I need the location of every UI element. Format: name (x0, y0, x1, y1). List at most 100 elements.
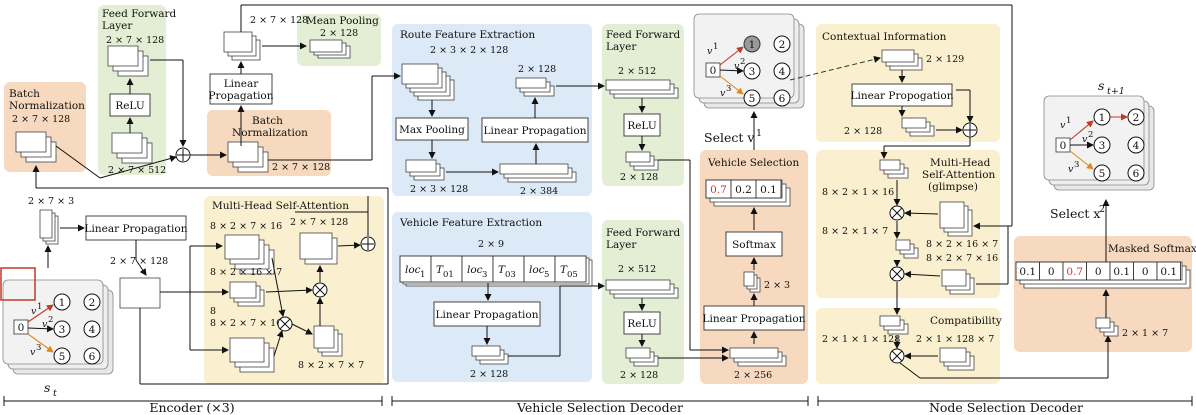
masked-prob-label: 0.1 (1113, 266, 1130, 278)
svg-text:6: 6 (779, 93, 786, 105)
vehicle-feature-cell-label: loc (529, 264, 545, 276)
add-op-encoder-2 (360, 236, 376, 252)
node-6-label: 6 (89, 351, 96, 363)
svg-text:8 × 2 × 16 × 7: 8 × 2 × 16 × 7 (926, 239, 998, 250)
svg-text:2 × 256: 2 × 256 (734, 370, 772, 381)
vehicle-feature-cell-label: T (436, 264, 444, 276)
svg-text:2 × 128: 2 × 128 (470, 369, 508, 380)
linear-propagation-route (481, 117, 589, 143)
vehicle-feature-cell (461, 255, 494, 283)
softmax-vehicle (725, 231, 783, 257)
route-mp-stack (405, 159, 445, 181)
vehicle-concat-stack (729, 347, 787, 367)
node-5-label: 5 (59, 351, 66, 363)
compat-out-stack (1095, 317, 1119, 337)
svg-text:2 × 128: 2 × 128 (620, 370, 658, 381)
vehicle-feature-cell (492, 255, 525, 283)
linear-propagation-vs (703, 305, 805, 331)
svg-text:ReLU: ReLU (627, 120, 657, 132)
svg-text:t+1: t+1 (1107, 86, 1125, 97)
mult-op-glimpse-2 (889, 266, 905, 282)
svg-text:Mean Pooling: Mean Pooling (306, 15, 379, 27)
svg-text:Layer: Layer (606, 41, 637, 53)
svg-text:2: 2 (48, 315, 53, 325)
svg-text:2 × 129: 2 × 129 (926, 54, 964, 65)
depot-node (13, 319, 29, 335)
svg-text:5: 5 (749, 93, 756, 105)
vehicle-feature-cell-sub: 01 (443, 270, 454, 280)
context-lp-stack (901, 117, 935, 137)
mult-op-encoder-1 (312, 282, 328, 298)
mhsa-value-stack (299, 232, 338, 265)
masked-prob-label: 0.1 (1019, 266, 1036, 278)
svg-text:Batch: Batch (252, 115, 283, 127)
batch-norm-1-stack (15, 131, 57, 163)
svg-text:1: 1 (749, 39, 756, 51)
svg-text:6: 6 (1133, 168, 1140, 180)
svg-text:2: 2 (1099, 204, 1105, 215)
ff-encoder-bottom-stack (111, 132, 153, 164)
svg-text:1: 1 (37, 302, 42, 312)
vehicle-prob-label: 0.1 (760, 184, 777, 196)
svg-text:Compatibility: Compatibility (930, 315, 1002, 327)
svg-text:Layer: Layer (102, 20, 133, 32)
masked-prob-label: 0.7 (1066, 266, 1083, 278)
svg-text:v: v (1068, 164, 1074, 175)
vehicle-prob-label: 0.7 (710, 184, 727, 196)
glimpse-key-stack (939, 201, 973, 237)
mhsa-k2-stack (229, 337, 275, 373)
svg-text:2 × 1 × 1 × 128: 2 × 1 × 1 × 128 (822, 334, 900, 345)
svg-text:2 × 128: 2 × 128 (518, 64, 556, 75)
batch-norm-2-stack (227, 141, 269, 173)
compat-key-stack (939, 347, 975, 371)
svg-text:2 × 9: 2 × 9 (478, 239, 504, 250)
feed-forward-panel-vehicle (602, 220, 684, 384)
svg-text:Linear Propagation: Linear Propagation (484, 125, 587, 137)
svg-text:2 × 512: 2 × 512 (618, 66, 656, 77)
svg-text:Batch: Batch (9, 88, 40, 100)
ff-encoder-top-stack (107, 45, 149, 77)
feed-forward-panel-route (602, 24, 684, 186)
svg-text:2 × 7 × 128: 2 × 7 × 128 (106, 35, 164, 46)
vehicle-feature-cell (523, 255, 556, 283)
input-dim-label: 2 × 7 × 3 (28, 196, 74, 207)
svg-text:2 × 7 × 128: 2 × 7 × 128 (290, 217, 348, 228)
svg-text:3: 3 (1099, 140, 1106, 152)
masked-prob-label: 0.1 (1160, 266, 1177, 278)
select-v1-label: Select v (704, 130, 755, 145)
svg-text:8 × 2 × 1 × 7: 8 × 2 × 1 × 7 (822, 226, 888, 237)
svg-text:Propagation: Propagation (208, 90, 273, 102)
route-concat-stack (499, 163, 577, 183)
svg-text:ReLU: ReLU (627, 318, 657, 330)
vehicle-feature-cell-sub: 03 (505, 270, 516, 280)
svg-text:ReLU: ReLU (115, 100, 145, 112)
ff-vehicle-bottom-stack (625, 347, 659, 367)
svg-text:5: 5 (1099, 168, 1106, 180)
svg-text:Vehicle Selection: Vehicle Selection (707, 157, 800, 169)
mult-op-glimpse-1 (889, 205, 905, 221)
ff-route-top-stack (605, 79, 679, 99)
svg-text:Normalization: Normalization (232, 127, 308, 139)
vehicle-feature-cell-sub: 3 (482, 270, 487, 280)
route-lp-stack (515, 77, 555, 97)
footer-encoder: Encoder (×3) (3, 396, 383, 415)
svg-text:8: 8 (210, 306, 216, 317)
svg-text:2 × 512: 2 × 512 (618, 264, 656, 275)
glimpse-query-stack (879, 159, 909, 179)
svg-text:Route Feature Extraction: Route Feature Extraction (400, 29, 535, 41)
svg-text:Linear Propagation: Linear Propagation (436, 309, 539, 321)
svg-text:2 × 384: 2 × 384 (520, 186, 558, 197)
svg-text:Linear Propagation: Linear Propagation (703, 313, 806, 325)
svg-text:2 × 3 × 2 × 128: 2 × 3 × 2 × 128 (430, 45, 508, 56)
vehicle-feature-cell-label: T (498, 264, 506, 276)
svg-text:8 × 2 × 7 × 16: 8 × 2 × 7 × 16 (210, 318, 282, 329)
svg-text:Layer: Layer (606, 239, 637, 251)
vehicle-feature-cell-label: loc (405, 264, 421, 276)
svg-text:Self-Attention: Self-Attention (922, 169, 996, 181)
svg-text:2 × 128: 2 × 128 (620, 172, 658, 183)
vehicle-prob-cell (755, 179, 782, 199)
svg-text:8 × 2 × 16 × 7: 8 × 2 × 16 × 7 (210, 267, 282, 278)
